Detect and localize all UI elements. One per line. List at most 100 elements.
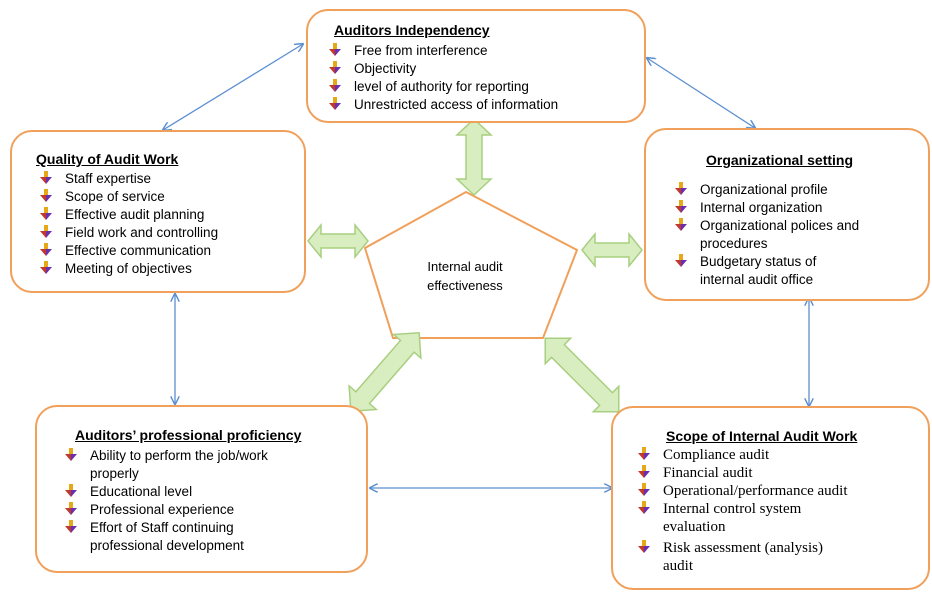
list-item-text: Objectivity — [354, 61, 417, 76]
list-item: Field work and controlling — [29, 224, 299, 242]
list-item: Budgetary status of internal audit office — [664, 253, 926, 289]
list-scope: Compliance audit Financial audit Operati… — [627, 446, 927, 575]
list-organizational: Organizational profile Internal organiza… — [664, 181, 926, 289]
bullet-arrow-icon — [64, 520, 78, 534]
list-item-text-cont: evaluation — [663, 519, 726, 535]
list-item: Scope of service — [29, 188, 299, 206]
block-arrow-bottom-right — [544, 337, 620, 413]
bullet-arrow-icon — [637, 483, 651, 497]
list-item: Ability to perform the job/work properly — [54, 447, 359, 483]
list-item: Objectivity — [318, 60, 638, 78]
block-arrow-top — [455, 117, 493, 197]
list-item-text: Effective audit planning — [65, 207, 205, 222]
list-item: Effort of Staff continuing professional d… — [54, 519, 359, 555]
bullet-arrow-icon — [637, 447, 651, 461]
list-item: Educational level — [54, 483, 359, 501]
list-item-text: Field work and controlling — [65, 225, 219, 240]
block-arrow-left — [307, 222, 369, 260]
box-title-quality: Quality of Audit Work — [36, 151, 179, 167]
list-item: Organizational profile — [664, 181, 926, 199]
bullet-arrow-icon — [64, 484, 78, 498]
connector-independency-organizational — [647, 58, 755, 128]
list-item-text: Meeting of objectives — [65, 261, 192, 276]
list-item: Organizational polices and procedures — [664, 217, 926, 253]
list-item: Staff expertise — [29, 170, 299, 188]
bullet-arrow-icon — [328, 97, 342, 111]
box-title-proficiency: Auditors’ professional proficiency — [75, 427, 302, 443]
list-item: Operational/performance audit — [627, 482, 927, 500]
list-item: Professional experience — [54, 501, 359, 519]
center-label-line1: Internal audit — [427, 259, 503, 274]
list-item-text: Unrestricted access of information — [354, 97, 559, 112]
list-item: Effective audit planning — [29, 206, 299, 224]
list-item: Free from interference — [318, 42, 638, 60]
bullet-arrow-icon — [39, 207, 53, 221]
bullet-arrow-icon — [39, 225, 53, 239]
list-item-text: Internal organization — [700, 200, 823, 215]
list-item-text: Financial audit — [663, 465, 753, 481]
list-item-text: Organizational polices and — [700, 218, 860, 233]
list-item-text: Ability to perform the job/work — [90, 448, 268, 463]
list-item-text: Operational/performance audit — [663, 483, 848, 499]
bullet-arrow-icon — [674, 200, 688, 214]
list-item-text: Budgetary status of — [700, 254, 817, 269]
list-item-text: Free from interference — [354, 43, 488, 58]
bullet-arrow-icon — [674, 218, 688, 232]
bullet-arrow-icon — [328, 79, 342, 93]
bullet-arrow-icon — [637, 465, 651, 479]
list-item-text: Professional experience — [90, 502, 235, 517]
list-item: Risk assessment (analysis) audit — [627, 539, 927, 575]
box-auditors-independency: Auditors Independency Free from interfer… — [306, 9, 646, 123]
bullet-arrow-icon — [637, 540, 651, 554]
list-item-text: level of authority for reporting — [354, 79, 529, 94]
box-quality-of-audit-work: Quality of Audit Work Staff expertise Sc… — [10, 130, 306, 293]
box-scope-internal-audit-work: Scope of Internal Audit Work Compliance … — [611, 406, 930, 590]
list-item-text: Compliance audit — [663, 447, 770, 463]
box-title-organizational: Organizational setting — [706, 152, 854, 168]
bullet-arrow-icon — [637, 501, 651, 515]
center-pentagon — [363, 190, 579, 339]
bullet-arrow-icon — [64, 448, 78, 462]
list-item-text-cont: internal audit office — [700, 272, 814, 287]
box-organizational-setting: Organizational setting Organizational pr… — [644, 128, 930, 301]
list-quality: Staff expertise Scope of service Effecti… — [29, 170, 299, 278]
list-item-text: Educational level — [90, 484, 193, 499]
list-item: level of authority for reporting — [318, 78, 638, 96]
bullet-arrow-icon — [39, 171, 53, 185]
list-item: Financial audit — [627, 464, 927, 482]
center-label-line2: effectiveness — [427, 278, 503, 293]
center-label: Internal audit effectiveness — [405, 257, 525, 295]
connector-independency-quality — [163, 44, 303, 130]
list-item: Meeting of objectives — [29, 260, 299, 278]
list-item-text: Effective communication — [65, 243, 212, 258]
list-item-text-cont: professional development — [90, 538, 244, 553]
list-item: Internal organization — [664, 199, 926, 217]
box-professional-proficiency: Auditors’ professional proficiency Abili… — [35, 405, 368, 573]
list-item-text-cont: procedures — [700, 236, 768, 251]
bullet-arrow-icon — [39, 243, 53, 257]
list-item-text: Effort of Staff continuing — [90, 520, 234, 535]
list-item: Unrestricted access of information — [318, 96, 638, 114]
bullet-arrow-icon — [64, 502, 78, 516]
box-title-independency: Auditors Independency — [334, 22, 490, 38]
block-arrow-bottom-left — [348, 331, 422, 413]
list-item-text: Internal control system — [663, 501, 802, 517]
block-arrow-right — [581, 231, 643, 269]
list-item-text: Staff expertise — [65, 171, 152, 186]
bullet-arrow-icon — [674, 182, 688, 196]
list-item-text-cont: audit — [663, 558, 693, 574]
list-item-text: Scope of service — [65, 189, 165, 204]
list-item: Compliance audit — [627, 446, 927, 464]
bullet-arrow-icon — [39, 261, 53, 275]
list-item-text: Risk assessment (analysis) — [663, 540, 823, 556]
box-title-scope: Scope of Internal Audit Work — [666, 428, 858, 444]
list-independency: Free from interference Objectivity level… — [318, 42, 638, 114]
bullet-arrow-icon — [674, 254, 688, 268]
list-item-text: Organizational profile — [700, 182, 828, 197]
bullet-arrow-icon — [39, 189, 53, 203]
list-item: Effective communication — [29, 242, 299, 260]
list-item: Internal control system evaluation — [627, 500, 927, 536]
list-item-text-cont: properly — [90, 466, 139, 481]
